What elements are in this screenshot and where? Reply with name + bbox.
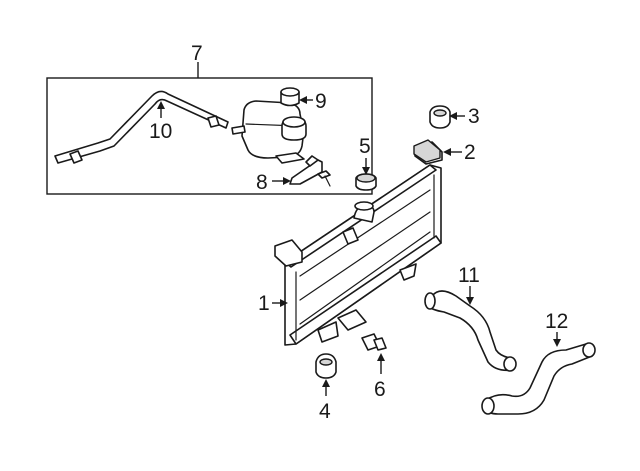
callout-7: 7 bbox=[191, 42, 203, 65]
callout-11: 11 bbox=[458, 264, 480, 287]
callout-5: 5 bbox=[359, 135, 371, 158]
upper-mount-bracket bbox=[413, 139, 441, 163]
callout-2: 2 bbox=[464, 141, 476, 164]
overflow-hose bbox=[54, 90, 229, 164]
callout-8: 8 bbox=[256, 171, 268, 194]
radiator-cap bbox=[355, 173, 377, 191]
lower-radiator-hose bbox=[481, 342, 596, 415]
callout-1: 1 bbox=[258, 292, 270, 315]
drain-plug bbox=[361, 333, 387, 351]
reservoir-kit-group bbox=[46, 62, 373, 195]
callout-4: 4 bbox=[319, 400, 331, 423]
reservoir-cap bbox=[280, 87, 300, 107]
callout-labels: 1 2 3 4 5 6 7 8 9 10 11 12 bbox=[149, 42, 568, 423]
upper-radiator-hose bbox=[424, 290, 517, 372]
group-box bbox=[46, 77, 373, 195]
callout-10: 10 bbox=[149, 120, 172, 143]
callout-3: 3 bbox=[468, 105, 480, 128]
radiator bbox=[274, 141, 443, 346]
callout-9: 9 bbox=[315, 90, 327, 113]
bracket-bolt bbox=[317, 170, 331, 187]
coolant-reservoir bbox=[231, 100, 307, 164]
callout-12: 12 bbox=[545, 310, 568, 333]
lower-insulator bbox=[315, 353, 337, 379]
callout-6: 6 bbox=[374, 378, 386, 401]
leader-lines bbox=[157, 96, 561, 396]
upper-insulator bbox=[429, 105, 451, 129]
